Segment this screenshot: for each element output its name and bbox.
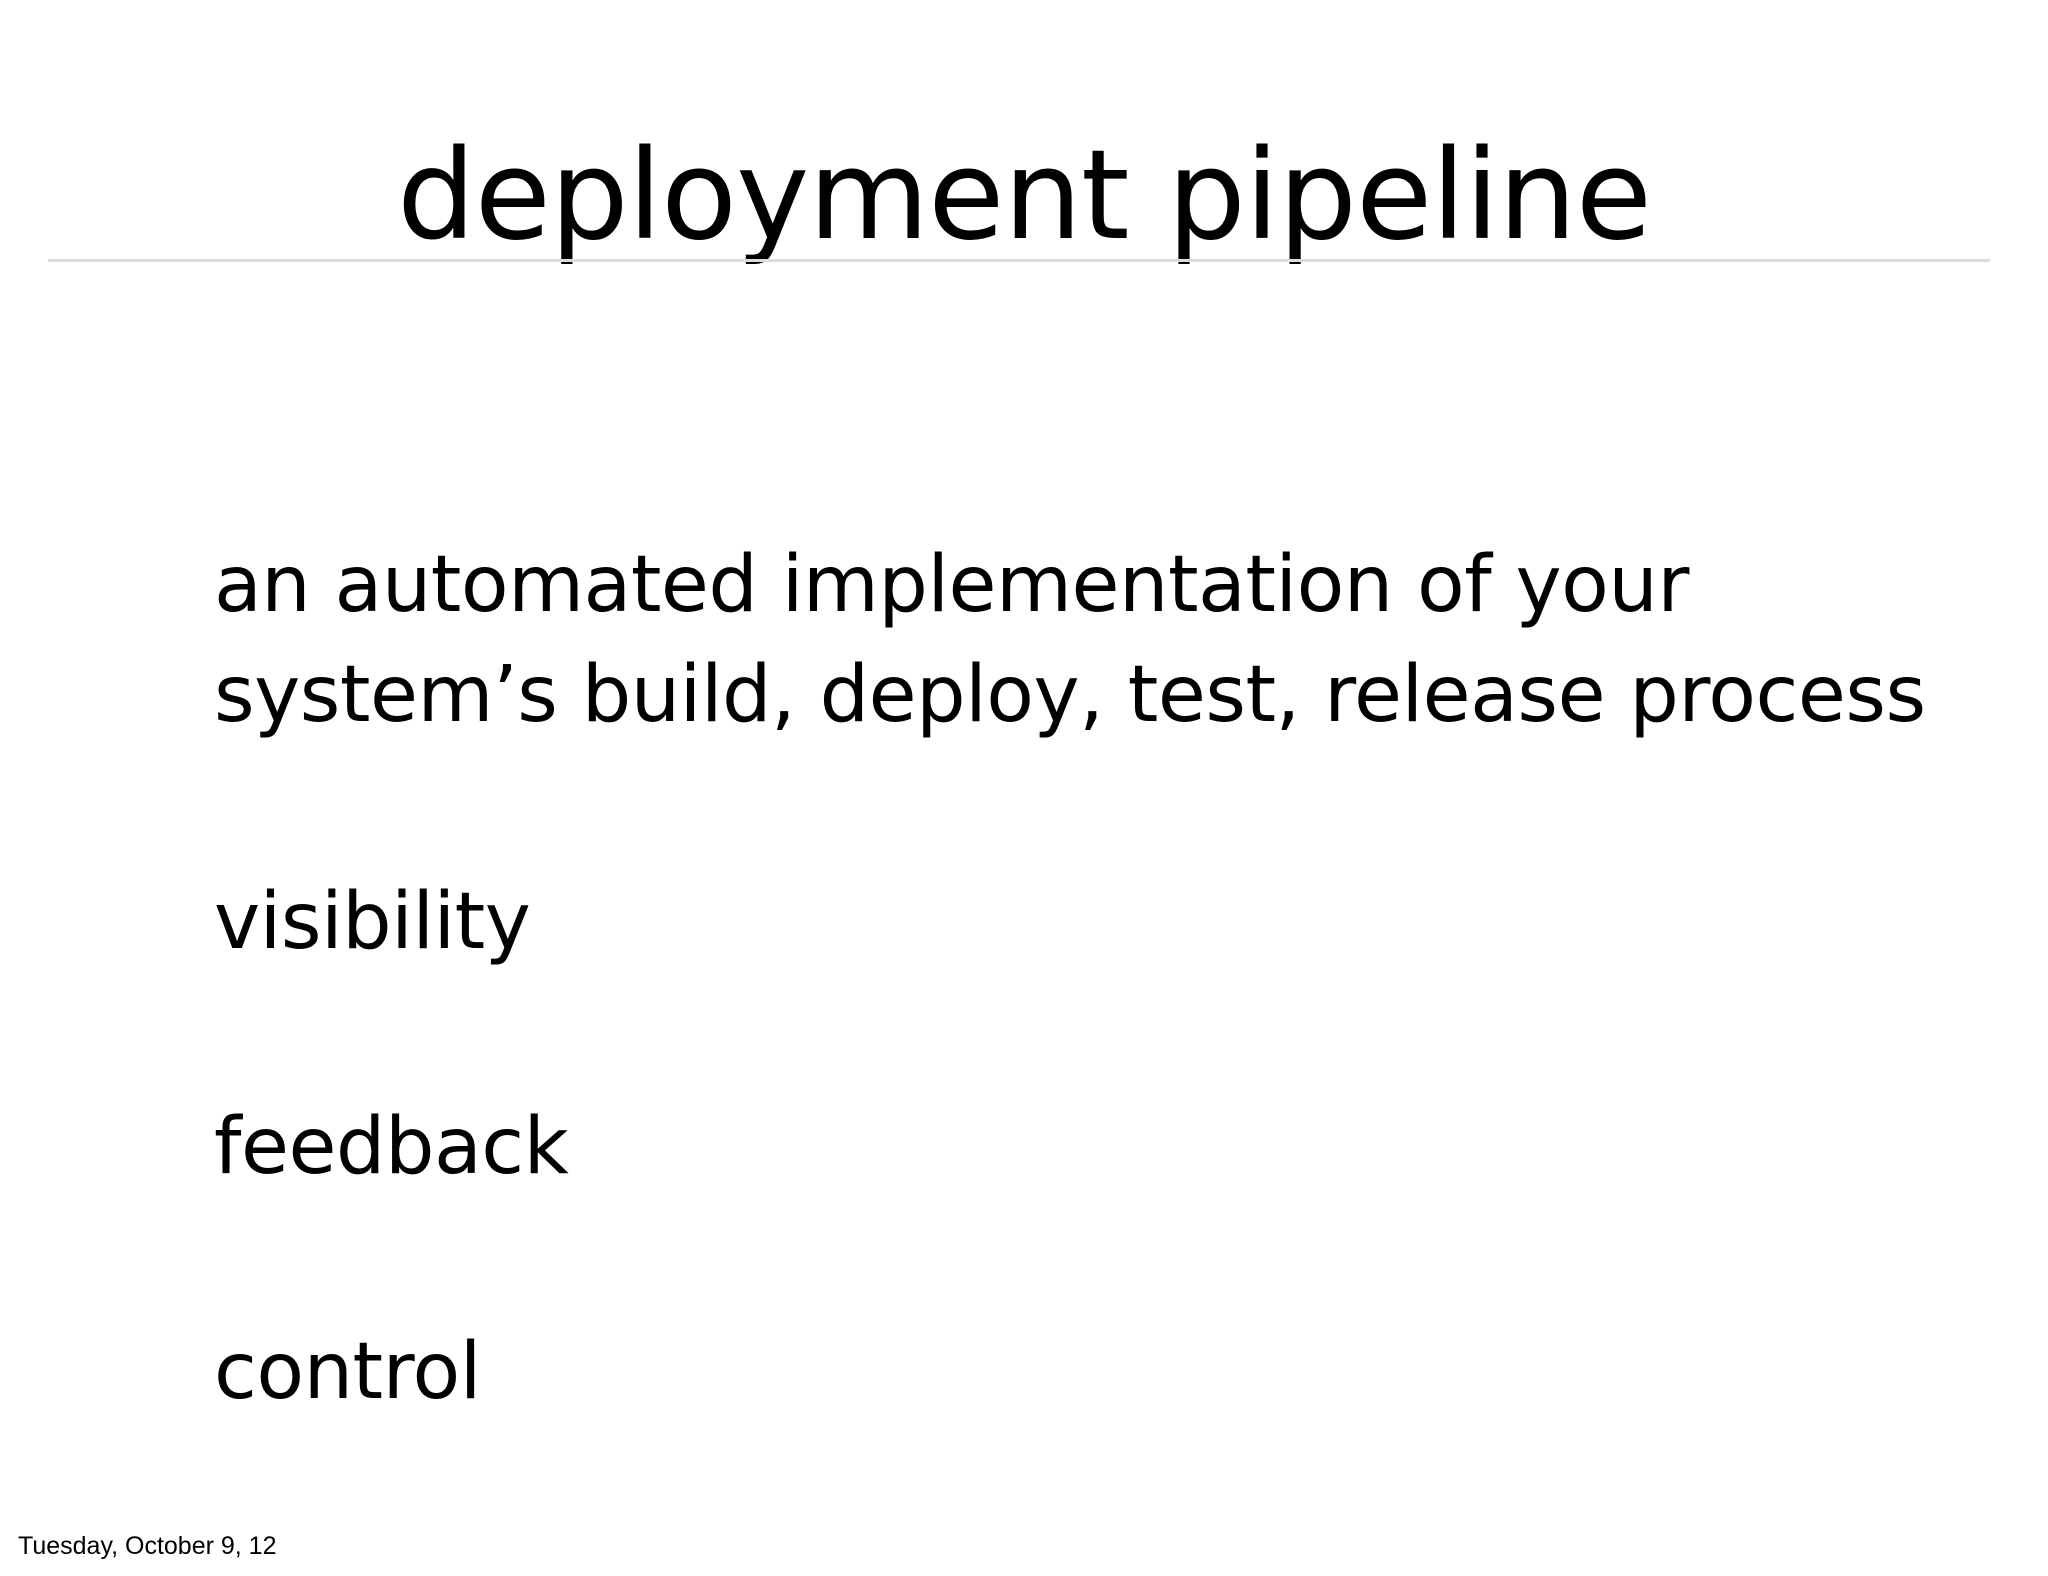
definition-line-2: system’s build, deploy, test, release pr… <box>214 650 1926 740</box>
slide-body: an automated implementation of your syst… <box>214 530 1926 1427</box>
keyword-item-feedback: feedback <box>214 1102 569 1192</box>
keyword-list: visibility feedback control <box>214 867 1914 1427</box>
definition-paragraph: an automated implementation of your syst… <box>214 530 1926 750</box>
page-title: deployment pipeline <box>396 124 1652 269</box>
keyword-item-visibility: visibility <box>214 877 531 967</box>
definition-line-1: an automated implementation of your <box>214 540 1689 630</box>
footer-date: Tuesday, October 9, 12 <box>18 1532 277 1560</box>
keyword-item-control: control <box>214 1327 481 1417</box>
title-divider <box>48 259 1990 262</box>
